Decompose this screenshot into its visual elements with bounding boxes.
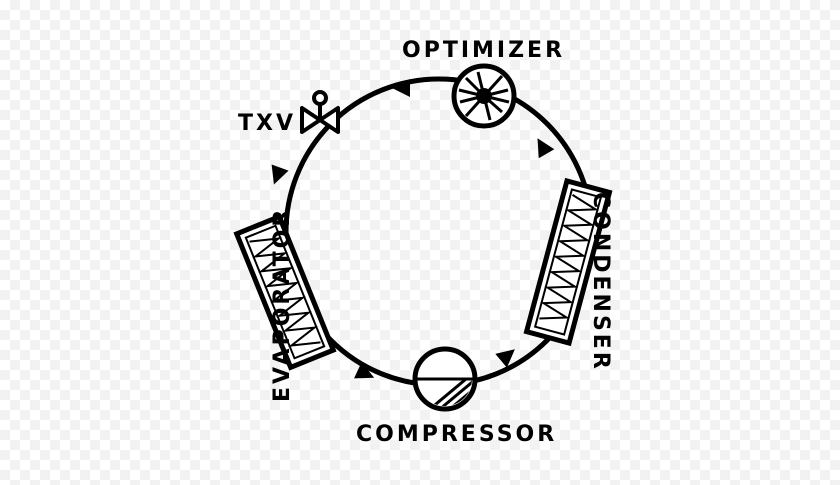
flow-arrow-icon: [354, 362, 375, 379]
flow-arrow-icon: [495, 349, 515, 368]
condenser: [523, 177, 613, 347]
label-optimizer: OPTIMIZER: [402, 38, 565, 63]
flow-arrows: [271, 79, 555, 379]
txv-valve-icon: [300, 90, 340, 134]
evaporator-coil-frame: [244, 224, 326, 360]
coil-icon: [539, 194, 599, 320]
compressor: [412, 346, 478, 412]
label-compressor: COMPRESSOR: [356, 422, 557, 447]
flow-arrow-icon: [271, 164, 289, 185]
evaporator: [233, 213, 337, 371]
optimizer: [451, 63, 517, 129]
coil-icon: [249, 237, 321, 347]
optimizer-hub: [476, 88, 492, 104]
condenser-coil-frame: [533, 188, 603, 336]
flow-arrow-icon: [392, 79, 410, 97]
label-condenser: CONDENSER: [588, 192, 613, 372]
label-txv: TXV: [238, 111, 296, 136]
label-evaporator: EVAPORATOR: [270, 207, 295, 402]
flow-arrow-icon: [537, 138, 555, 159]
